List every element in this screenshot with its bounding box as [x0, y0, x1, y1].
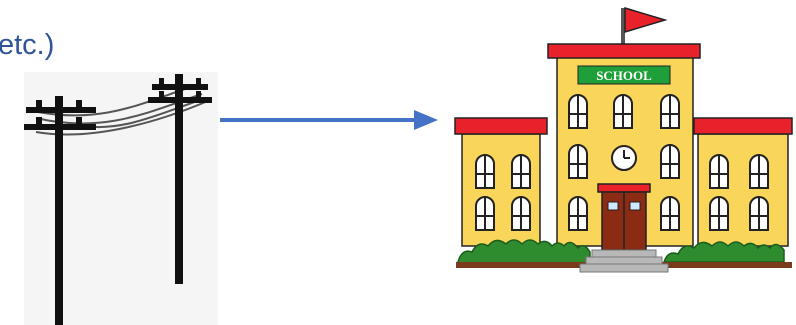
school-sign: SCHOOL — [578, 66, 670, 84]
right-wing — [694, 118, 792, 246]
right-arrow-icon — [218, 100, 443, 140]
front-steps — [580, 250, 668, 272]
caption-text: etc.) — [0, 28, 54, 62]
flag — [621, 8, 665, 46]
utility-poles-icon — [24, 72, 218, 325]
school-building-icon: SCHOOL — [452, 0, 796, 285]
front-door — [598, 184, 650, 250]
left-wing — [455, 118, 547, 246]
clock-icon — [612, 146, 636, 170]
school-sign-text: SCHOOL — [596, 68, 652, 83]
